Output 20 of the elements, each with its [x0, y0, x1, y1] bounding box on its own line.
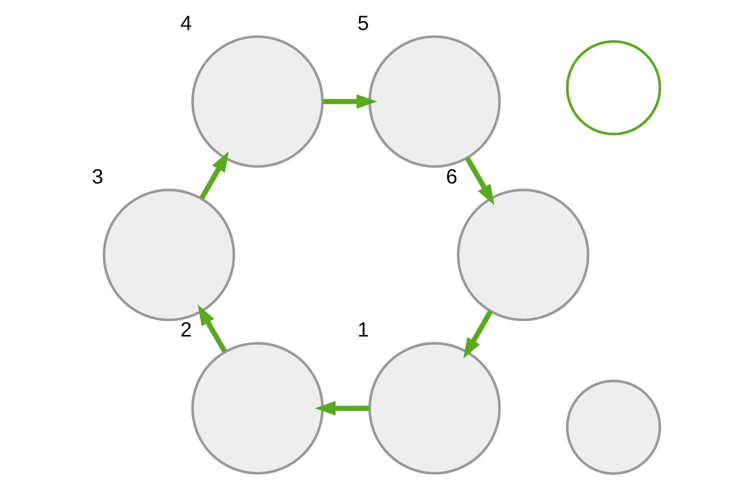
node-label: 3 [91, 165, 103, 188]
node-circle [565, 380, 661, 475]
arrow [462, 310, 492, 359]
node-label: 1 [357, 318, 368, 342]
arrow [314, 401, 369, 416]
node-circle [565, 40, 661, 136]
node-label: 5 [357, 12, 368, 35]
node-circle [102, 188, 235, 322]
node-circle [190, 35, 324, 168]
arrow [197, 304, 227, 353]
node-label: 6 [446, 165, 457, 188]
node-circle [190, 342, 324, 475]
arrow [464, 156, 494, 206]
node-label: 4 [180, 12, 192, 35]
arrow [322, 94, 377, 109]
node-circle [368, 342, 500, 475]
node-circle [368, 35, 500, 168]
arrow [198, 151, 228, 200]
node-label: 2 [180, 318, 192, 342]
node-circle [456, 188, 589, 322]
